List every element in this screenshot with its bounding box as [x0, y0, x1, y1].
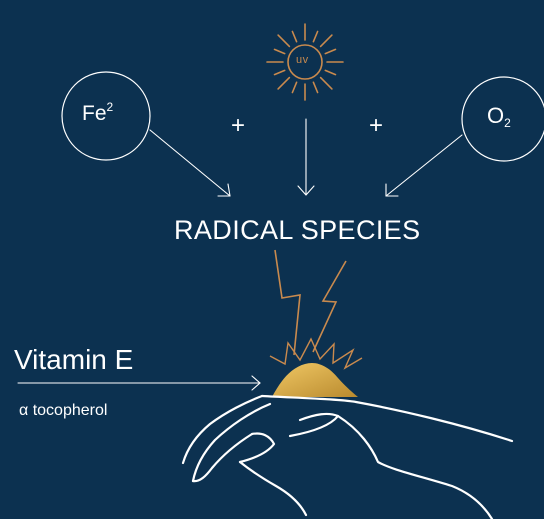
oxygen-symbol: O: [487, 103, 505, 128]
iron-symbol: Fe: [82, 102, 107, 125]
oxygen-circle: [461, 76, 544, 162]
sun-ray: [319, 34, 333, 48]
sun-ray: [312, 81, 319, 94]
impact-burst-icon: [269, 337, 363, 370]
sun-ray: [319, 76, 333, 90]
plus-sign-right: +: [369, 112, 384, 139]
iron-circle: [61, 71, 151, 161]
sun-ray: [312, 30, 319, 43]
sun-ray: [324, 69, 337, 76]
plus-sign-left: +: [231, 112, 246, 139]
uv-label: uv: [296, 54, 309, 66]
radical-species-label: RADICAL SPECIES: [174, 215, 421, 245]
tocopherol-label: α tocopherol: [19, 402, 108, 419]
oxygen-label: O2: [487, 103, 511, 130]
sun-ray: [273, 48, 286, 55]
vitamin-e-arrow: [17, 375, 261, 391]
lightning-icon: [274, 249, 347, 356]
sun-ray: [291, 81, 298, 94]
hand-icon: [181, 394, 514, 519]
sun-ray: [277, 76, 291, 90]
arrow-icon: [149, 118, 463, 197]
iron-charge: 2: [106, 100, 114, 114]
oxygen-subscript: 2: [504, 116, 511, 130]
iron-label: Fe2: [82, 100, 113, 126]
sun-ray: [324, 48, 337, 55]
sun-icon: [266, 23, 344, 101]
sun-ray: [277, 34, 291, 48]
sun-ray: [273, 69, 286, 76]
vitamin-e-droplet: [272, 362, 358, 397]
sun-ray: [291, 30, 298, 43]
vitamin-e-label: Vitamin E: [14, 344, 134, 375]
